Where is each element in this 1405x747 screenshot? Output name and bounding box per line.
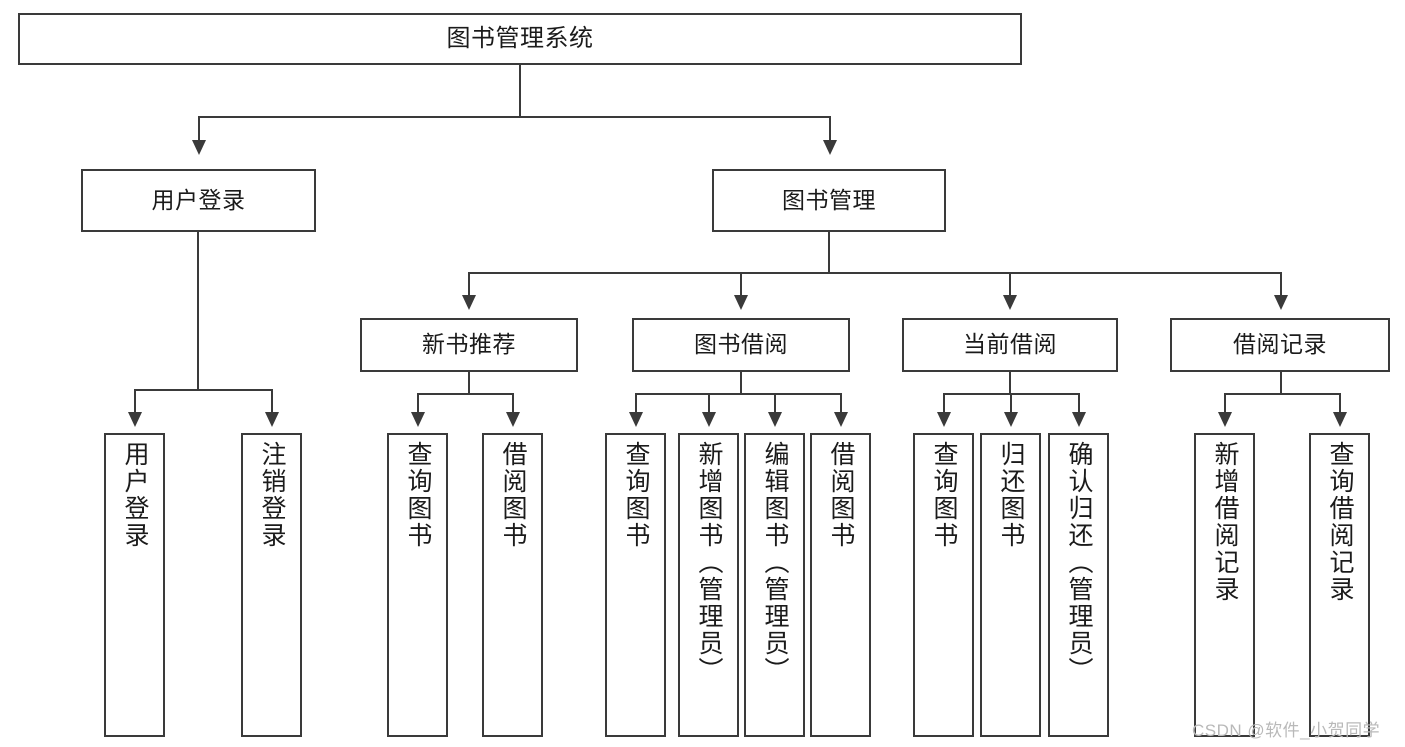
node-leaf-return-book[interactable]: 归还图书 xyxy=(980,433,1041,737)
node-label: 当前借阅 xyxy=(963,331,1057,358)
connector-book-borrow-drop-4 xyxy=(840,393,842,414)
node-label: 确认归还（管理员） xyxy=(1065,441,1093,684)
arrow-to-leaf-return-book xyxy=(1004,412,1018,427)
connector-to-user-login xyxy=(198,116,200,142)
node-label: 注销登录 xyxy=(258,441,286,549)
node-new-book-recommend[interactable]: 新书推荐 xyxy=(360,318,578,372)
connector-current-borrow-drop-3 xyxy=(1078,393,1080,414)
arrow-to-borrow-record xyxy=(1274,295,1288,310)
node-leaf-add-book[interactable]: 新增图书（管理员） xyxy=(678,433,739,737)
connector-book-manage-stem xyxy=(828,232,830,274)
node-label: 新书推荐 xyxy=(422,331,516,358)
node-user-login[interactable]: 用户登录 xyxy=(81,169,316,232)
node-label: 新增图书（管理员） xyxy=(695,441,723,684)
node-leaf-query-book-2[interactable]: 查询图书 xyxy=(605,433,666,737)
arrow-to-book-borrow xyxy=(734,295,748,310)
arrow-to-leaf-borrow-book-1 xyxy=(506,412,520,427)
node-label: 新增借阅记录 xyxy=(1211,441,1239,603)
connector-new-book-drop-2 xyxy=(512,393,514,414)
node-label: 用户登录 xyxy=(121,441,149,549)
node-leaf-user-login[interactable]: 用户登录 xyxy=(104,433,165,737)
node-leaf-add-record[interactable]: 新增借阅记录 xyxy=(1194,433,1255,737)
node-book-manage[interactable]: 图书管理 xyxy=(712,169,946,232)
node-borrow-record[interactable]: 借阅记录 xyxy=(1170,318,1390,372)
arrow-to-current-borrow xyxy=(1003,295,1017,310)
arrow-to-book-manage xyxy=(823,140,837,155)
connector-to-new-book-recommend xyxy=(468,272,470,297)
connector-user-login-bar xyxy=(134,389,273,391)
arrow-to-leaf-query-book-2 xyxy=(629,412,643,427)
arrow-to-new-book-recommend xyxy=(462,295,476,310)
connector-new-book-bar xyxy=(417,393,514,395)
connector-to-current-borrow xyxy=(1009,272,1011,297)
node-label: 查询图书 xyxy=(930,441,958,549)
connector-to-book-borrow xyxy=(740,272,742,297)
connector-current-borrow-drop-1 xyxy=(943,393,945,414)
connector-root-bar xyxy=(198,116,831,118)
node-leaf-query-book-1[interactable]: 查询图书 xyxy=(387,433,448,737)
node-label: 查询图书 xyxy=(404,441,432,549)
node-label: 借阅记录 xyxy=(1233,331,1327,358)
node-leaf-query-record[interactable]: 查询借阅记录 xyxy=(1309,433,1370,737)
arrow-to-leaf-add-book xyxy=(702,412,716,427)
connector-book-borrow-stem xyxy=(740,372,742,394)
arrow-to-leaf-user-login xyxy=(128,412,142,427)
node-current-borrow[interactable]: 当前借阅 xyxy=(902,318,1118,372)
connector-new-book-stem xyxy=(468,372,470,394)
connector-root-stem xyxy=(519,65,521,117)
arrow-to-leaf-query-book-1 xyxy=(411,412,425,427)
connector-new-book-drop-1 xyxy=(417,393,419,414)
connector-borrow-record-drop-1 xyxy=(1224,393,1226,414)
connector-borrow-record-drop-2 xyxy=(1339,393,1341,414)
connector-current-borrow-drop-2 xyxy=(1010,393,1012,414)
node-label: 编辑图书（管理员） xyxy=(761,441,789,684)
connector-book-borrow-drop-2 xyxy=(708,393,710,414)
connector-user-login-drop-2 xyxy=(271,389,273,414)
node-leaf-borrow-book-1[interactable]: 借阅图书 xyxy=(482,433,543,737)
arrow-to-leaf-borrow-book-2 xyxy=(834,412,848,427)
node-label: 图书借阅 xyxy=(694,331,788,358)
node-leaf-query-book-3[interactable]: 查询图书 xyxy=(913,433,974,737)
connector-borrow-record-bar xyxy=(1224,393,1341,395)
watermark-text: CSDN @软件_小贺同学 xyxy=(1192,721,1381,740)
node-label: 用户登录 xyxy=(151,186,246,213)
arrow-to-leaf-query-book-3 xyxy=(937,412,951,427)
arrow-to-leaf-add-record xyxy=(1218,412,1232,427)
arrow-to-leaf-edit-book xyxy=(768,412,782,427)
connector-user-login-drop-1 xyxy=(134,389,136,414)
node-label: 查询借阅记录 xyxy=(1326,441,1354,603)
node-label: 借阅图书 xyxy=(827,441,855,549)
node-leaf-logout-login[interactable]: 注销登录 xyxy=(241,433,302,737)
node-root-system[interactable]: 图书管理系统 xyxy=(18,13,1022,65)
connector-to-book-manage xyxy=(829,116,831,142)
node-book-borrow[interactable]: 图书借阅 xyxy=(632,318,850,372)
node-leaf-borrow-book-2[interactable]: 借阅图书 xyxy=(810,433,871,737)
connector-book-manage-bar xyxy=(468,272,1280,274)
node-label: 图书管理 xyxy=(782,186,876,213)
node-label: 借阅图书 xyxy=(499,441,527,549)
node-leaf-confirm-return[interactable]: 确认归还（管理员） xyxy=(1048,433,1109,737)
connector-borrow-record-stem xyxy=(1280,372,1282,394)
node-label: 归还图书 xyxy=(997,441,1025,549)
connector-book-borrow-drop-3 xyxy=(774,393,776,414)
node-leaf-edit-book[interactable]: 编辑图书（管理员） xyxy=(744,433,805,737)
arrow-to-leaf-query-record xyxy=(1333,412,1347,427)
arrow-to-user-login xyxy=(192,140,206,155)
connector-current-borrow-stem xyxy=(1009,372,1011,394)
node-label: 查询图书 xyxy=(622,441,650,549)
arrow-to-leaf-confirm-return xyxy=(1072,412,1086,427)
arrow-to-leaf-logout-login xyxy=(265,412,279,427)
node-label: 图书管理系统 xyxy=(446,24,594,52)
connector-book-borrow-drop-1 xyxy=(635,393,637,414)
connector-book-borrow-bar xyxy=(635,393,841,395)
connector-user-login-stem xyxy=(197,232,199,390)
connector-to-borrow-record xyxy=(1280,272,1282,297)
